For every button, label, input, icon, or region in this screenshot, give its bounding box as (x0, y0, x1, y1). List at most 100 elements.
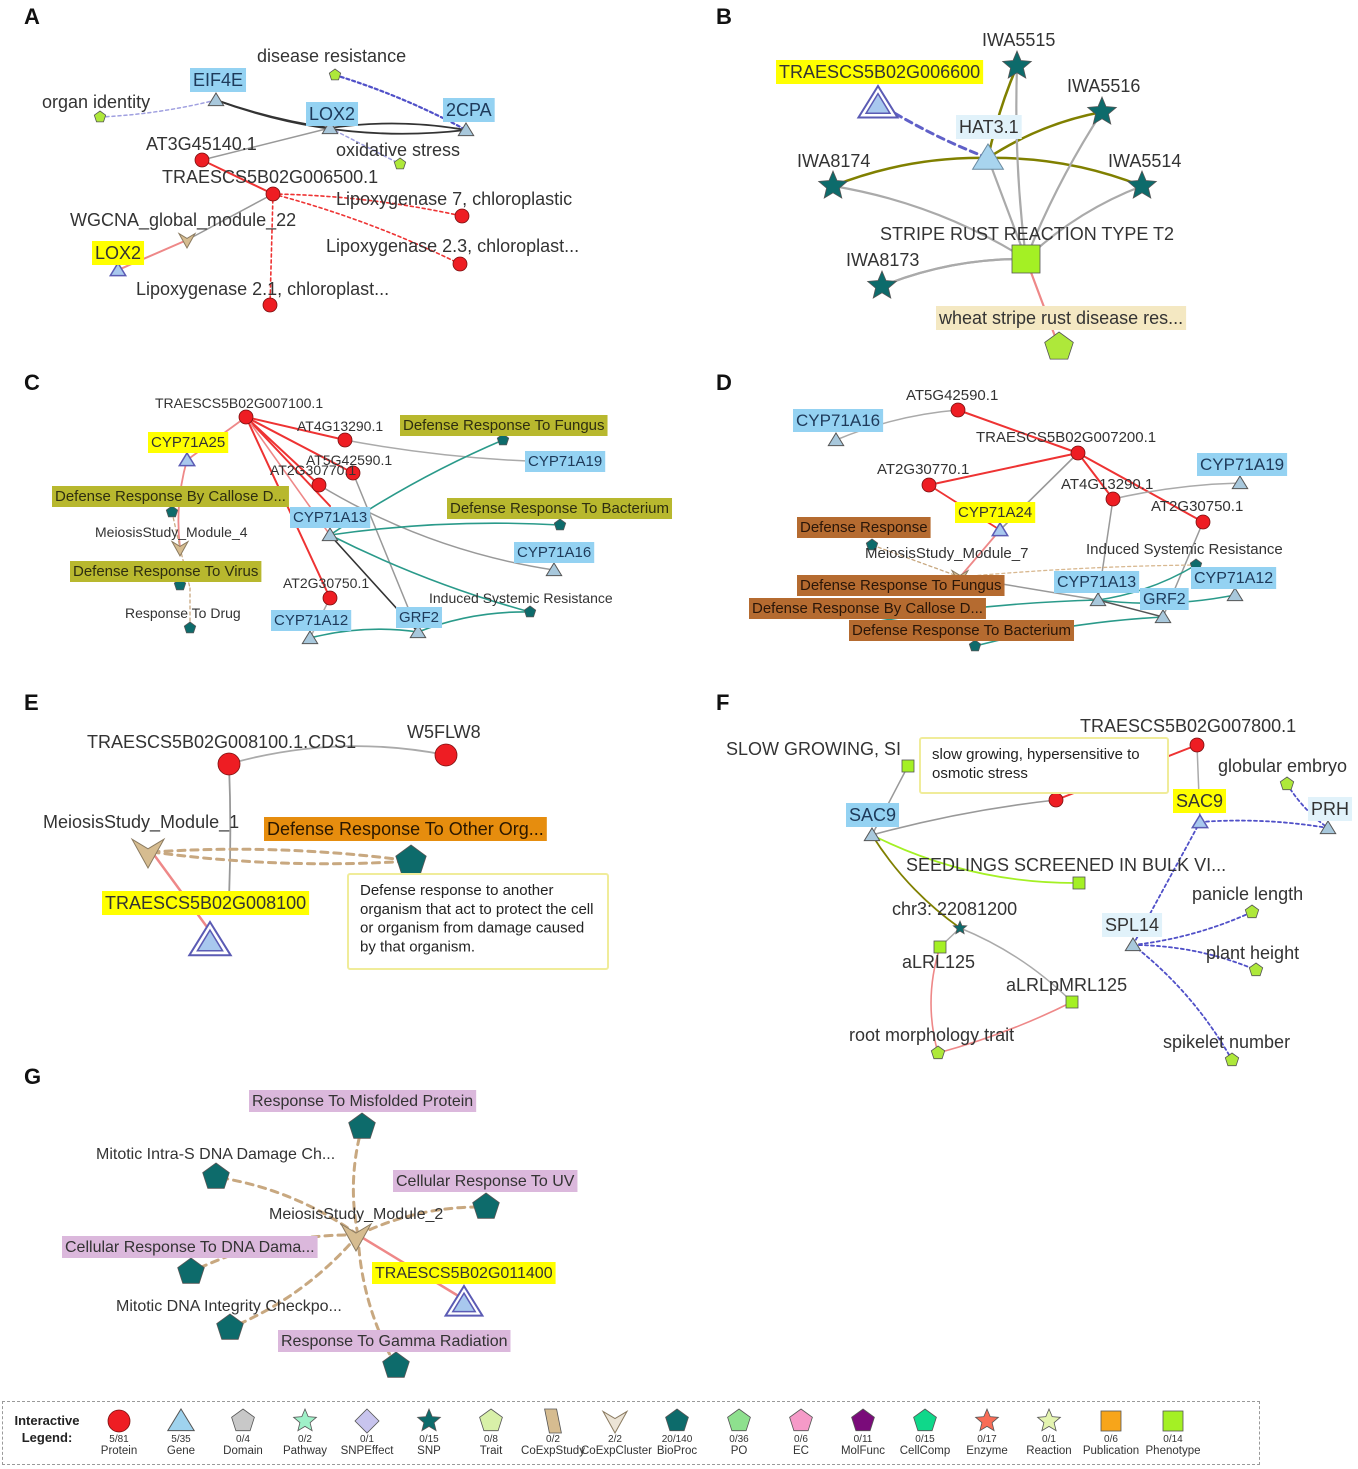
trait-node[interactable] (1044, 331, 1074, 360)
gene-node[interactable] (321, 527, 339, 542)
node-label[interactable]: Induced Systemic Resistance (1086, 541, 1283, 558)
pentagon-icon-shape[interactable] (727, 1408, 751, 1432)
gene-node[interactable] (177, 451, 197, 467)
bioproc-node[interactable] (177, 1257, 205, 1284)
node-label[interactable]: Defense Response To Fungus (400, 415, 608, 436)
node-label[interactable]: Defense Response To Fungus (797, 575, 1005, 596)
gene-node[interactable] (1319, 820, 1337, 835)
node-label[interactable]: TRAESCS5B02G007800.1 (1080, 716, 1296, 736)
node-label[interactable]: MeiosisStudy_Module_7 (865, 545, 1028, 562)
node-label[interactable]: chr3: 22081200 (892, 899, 1017, 919)
trait-node[interactable] (1244, 904, 1260, 919)
node-label[interactable]: Induced Systemic Resistance (429, 590, 613, 606)
protein-node[interactable] (265, 186, 281, 202)
star-icon-shape[interactable] (416, 1407, 442, 1432)
protein-node[interactable] (921, 477, 937, 493)
coexp-cluster-node[interactable] (177, 232, 197, 250)
node-label[interactable]: IWA5514 (1108, 151, 1181, 171)
protein-node[interactable] (454, 208, 470, 224)
node-label[interactable]: Defense Response To Bacterium (447, 498, 673, 519)
protein-node[interactable] (434, 743, 458, 767)
node-label[interactable]: SAC9 (1173, 789, 1227, 813)
node-label[interactable]: IWA5516 (1067, 76, 1140, 96)
node-label[interactable]: EIF4E (190, 68, 247, 92)
node-label[interactable]: MeiosisStudy_Module_1 (43, 812, 239, 833)
node-label[interactable]: disease resistance (257, 46, 406, 66)
node-label[interactable]: AT2G30750.1 (1151, 498, 1243, 515)
node-label[interactable]: aLRL125 (902, 952, 975, 972)
snp-node[interactable] (866, 269, 898, 299)
node-label[interactable]: CYP71A12 (1191, 567, 1277, 589)
bioproc-node[interactable] (395, 844, 427, 875)
node-label[interactable]: LOX2 (92, 241, 145, 265)
protein-node[interactable] (322, 590, 338, 606)
node-label[interactable]: AT4G13290.1 (1061, 476, 1153, 493)
node-label[interactable]: WGCNA_global_module_22 (70, 210, 296, 231)
gene-node[interactable] (457, 122, 475, 137)
protein-node[interactable] (262, 297, 278, 313)
protein-node[interactable] (337, 432, 353, 448)
node-label[interactable]: CYP71A16 (793, 409, 884, 432)
bioproc-node[interactable] (216, 1313, 244, 1340)
node-label[interactable]: CYP71A13 (1054, 571, 1140, 593)
node-label[interactable]: wheat stripe rust disease res... (936, 306, 1187, 330)
gene-node[interactable] (207, 92, 225, 107)
node-label[interactable]: Mitotic Intra-S DNA Damage Ch... (96, 1146, 335, 1163)
bioproc-node[interactable] (382, 1351, 410, 1378)
phenotype-node[interactable] (933, 940, 947, 954)
gene-node[interactable] (1226, 587, 1244, 602)
gene-node[interactable] (863, 827, 881, 842)
node-label[interactable]: MeiosisStudy_Module_4 (95, 524, 248, 540)
bioproc-node[interactable] (523, 605, 537, 618)
bioproc-node[interactable] (496, 433, 510, 446)
pentagon-icon-shape[interactable] (665, 1408, 689, 1432)
phenotype-node[interactable] (901, 759, 915, 773)
node-label[interactable]: oxidative stress (336, 140, 460, 160)
coexp-cluster-node[interactable] (339, 1222, 373, 1253)
node-label[interactable]: TRAESCS5B02G006600 (776, 60, 984, 84)
gene-node[interactable] (1089, 592, 1107, 607)
bioproc-node[interactable] (472, 1192, 500, 1219)
gene-node[interactable] (301, 630, 319, 645)
node-label[interactable]: MeiosisStudy_Module_2 (269, 1206, 443, 1223)
bioproc-node[interactable] (968, 639, 982, 652)
node-label[interactable]: GRF2 (1140, 588, 1189, 610)
trait-node[interactable] (1224, 1052, 1240, 1067)
gene-node[interactable] (856, 84, 900, 119)
protein-node[interactable] (1105, 491, 1121, 507)
node-label[interactable]: organ identity (42, 92, 150, 112)
node-label[interactable]: TRAESCS5B02G006500.1 (162, 167, 378, 187)
node-label[interactable]: panicle length (1192, 884, 1303, 904)
gene-node[interactable] (1124, 937, 1142, 952)
node-label[interactable]: Defense Response To Bacterium (849, 620, 1075, 641)
node-label[interactable]: AT2G30750.1 (283, 575, 369, 591)
coexp-cluster-node[interactable] (170, 540, 190, 558)
node-label[interactable]: Cellular Response To DNA Dama... (62, 1236, 318, 1258)
node-label[interactable]: PRH (1308, 797, 1353, 821)
star-icon-shape[interactable] (1036, 1407, 1062, 1432)
trait-node[interactable] (1279, 776, 1295, 791)
node-label[interactable]: Mitotic DNA Integrity Checkpo... (116, 1298, 342, 1315)
node-label[interactable]: SAC9 (846, 803, 900, 827)
node-label[interactable]: Defense Response By Callose D... (52, 486, 289, 507)
node-label[interactable]: Response To Misfolded Protein (249, 1090, 477, 1112)
node-label[interactable]: aLRLpMRL125 (1006, 975, 1127, 995)
node-label[interactable]: CYP71A13 (290, 507, 371, 528)
protein-node[interactable] (950, 402, 966, 418)
node-label[interactable]: Defense Response (797, 517, 931, 538)
node-label[interactable]: CYP71A12 (271, 610, 352, 631)
bioproc-node[interactable] (865, 538, 879, 551)
snp-node[interactable] (1086, 95, 1118, 125)
vee-icon-shape[interactable] (601, 1410, 629, 1434)
trait-node[interactable] (1248, 962, 1264, 977)
diamond-icon-shape[interactable] (354, 1408, 380, 1434)
bioproc-node[interactable] (165, 505, 179, 518)
square-icon-shape[interactable] (1100, 1410, 1122, 1432)
node-label[interactable]: HAT3.1 (956, 115, 1022, 139)
